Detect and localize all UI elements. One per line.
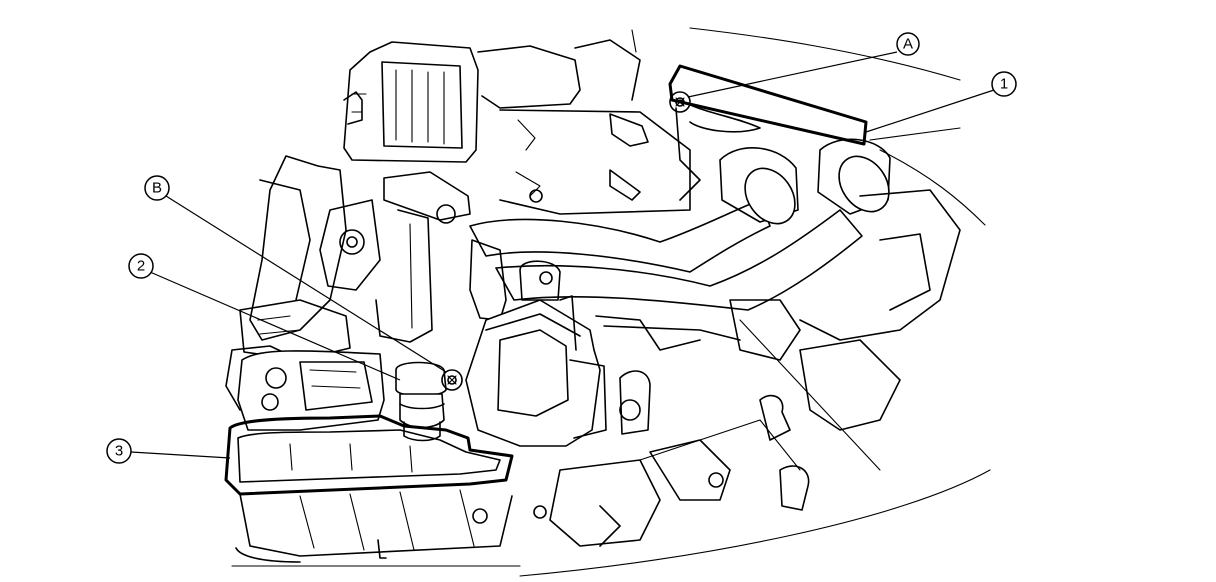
background-contours xyxy=(231,27,991,577)
callout-a-label: A xyxy=(903,36,913,53)
callout-b: B xyxy=(144,175,447,373)
callout-1-label: 1 xyxy=(1000,76,1008,93)
engine-block xyxy=(343,39,691,215)
callout-a: A xyxy=(687,32,920,98)
intake-pipes xyxy=(469,138,891,311)
callout-2: 2 xyxy=(128,253,401,381)
right-components xyxy=(729,189,961,511)
center-bracket xyxy=(375,171,471,343)
left-structure xyxy=(225,155,381,411)
callout-2-label: 2 xyxy=(137,258,145,275)
part-3-airbox xyxy=(224,350,514,563)
bolt-a xyxy=(669,91,691,113)
lower-components xyxy=(533,370,801,547)
bolt-b xyxy=(441,369,463,391)
callout-3-label: 3 xyxy=(115,443,123,460)
part-1-cover xyxy=(668,64,868,201)
callout-b-label: B xyxy=(152,180,162,197)
part-2-clamp xyxy=(395,361,447,442)
actuator-bracket xyxy=(465,239,741,447)
callout-3: 3 xyxy=(106,438,231,464)
callout-1: 1 xyxy=(865,71,1017,133)
